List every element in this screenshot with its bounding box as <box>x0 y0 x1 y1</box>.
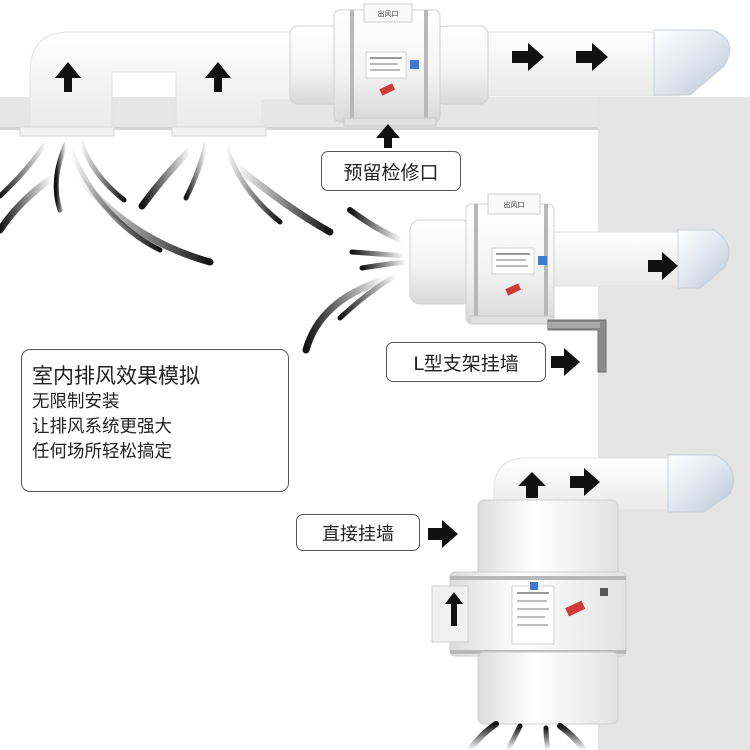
top-inline-fan: 出风口 <box>289 3 489 127</box>
top-duct <box>19 29 731 137</box>
arrow-up-icon <box>376 124 400 148</box>
middle-inline-fan: 出风口 <box>409 193 730 373</box>
arrow-right-icon <box>576 43 608 71</box>
middle-fan-direction-label: 出风口 <box>504 200 525 209</box>
arrow-up-icon <box>518 472 546 498</box>
info-box-line: 任何场所轻松搞定 <box>32 442 172 462</box>
arrow-up-icon <box>205 62 231 92</box>
info-box-line: 让排风系统更强大 <box>32 417 172 437</box>
arrow-right-icon <box>551 348 580 376</box>
arrow-icons <box>55 43 678 548</box>
info-box-line: 无限制安装 <box>32 392 120 412</box>
airflow-curves <box>0 137 587 750</box>
arrow-up-icon <box>55 62 81 92</box>
top-fan-direction-label: 出风口 <box>378 9 399 18</box>
arrow-right-icon <box>512 43 544 71</box>
access-port-label: 预留检修口 <box>321 151 461 191</box>
direct-wall-mount-label: 直接挂墙 <box>296 514 420 551</box>
bottom-inline-fan <box>431 454 735 725</box>
simulation-info-box: 室内排风效果模拟 无限制安装 让排风系统更强大 任何场所轻松搞定 <box>21 349 289 492</box>
info-box-title: 室内排风效果模拟 <box>32 364 200 388</box>
arrow-right-icon <box>570 468 600 496</box>
l-bracket-mount-label: L型支架挂墙 <box>386 342 546 382</box>
arrow-right-icon <box>428 520 458 548</box>
arrow-right-icon <box>648 252 678 280</box>
